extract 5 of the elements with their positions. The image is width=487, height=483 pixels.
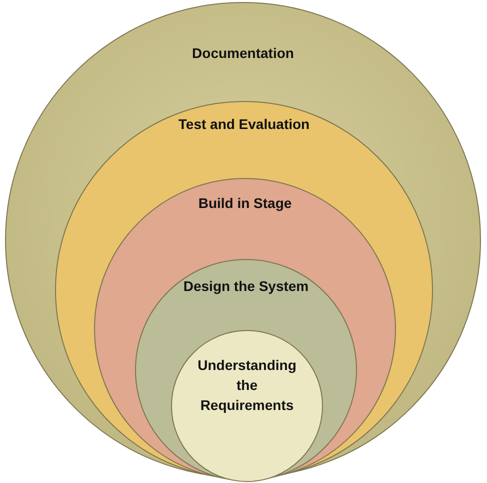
circle-label: Documentation xyxy=(192,44,294,63)
circle-label: Test and Evaluation xyxy=(178,115,310,134)
circle-label: Build in Stage xyxy=(198,194,292,213)
circle-label: Design the System xyxy=(183,277,309,296)
circle-label: Understanding the Requirements xyxy=(196,356,298,415)
